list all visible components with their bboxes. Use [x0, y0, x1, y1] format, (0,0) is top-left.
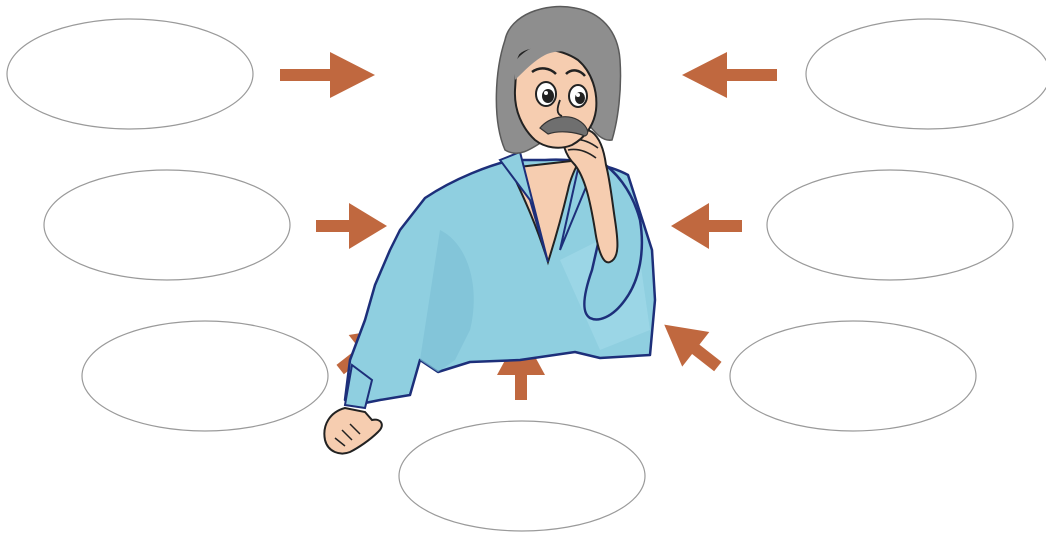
oval-mid-left[interactable] — [44, 170, 290, 280]
oval-top-right[interactable] — [806, 19, 1046, 129]
arrow-up-left-icon — [651, 307, 732, 384]
oval-low-right[interactable] — [730, 321, 976, 431]
oval-low-left[interactable] — [82, 321, 328, 431]
oval-mid-right[interactable] — [767, 170, 1013, 280]
arrow-left-icon — [671, 203, 742, 249]
left-hand — [324, 408, 381, 454]
oval-top-left[interactable] — [7, 19, 253, 129]
oval-bottom-center[interactable] — [399, 421, 645, 531]
arrow-left-icon — [682, 52, 777, 98]
arrow-right-icon — [316, 203, 387, 249]
arrow-right-icon — [280, 52, 375, 98]
